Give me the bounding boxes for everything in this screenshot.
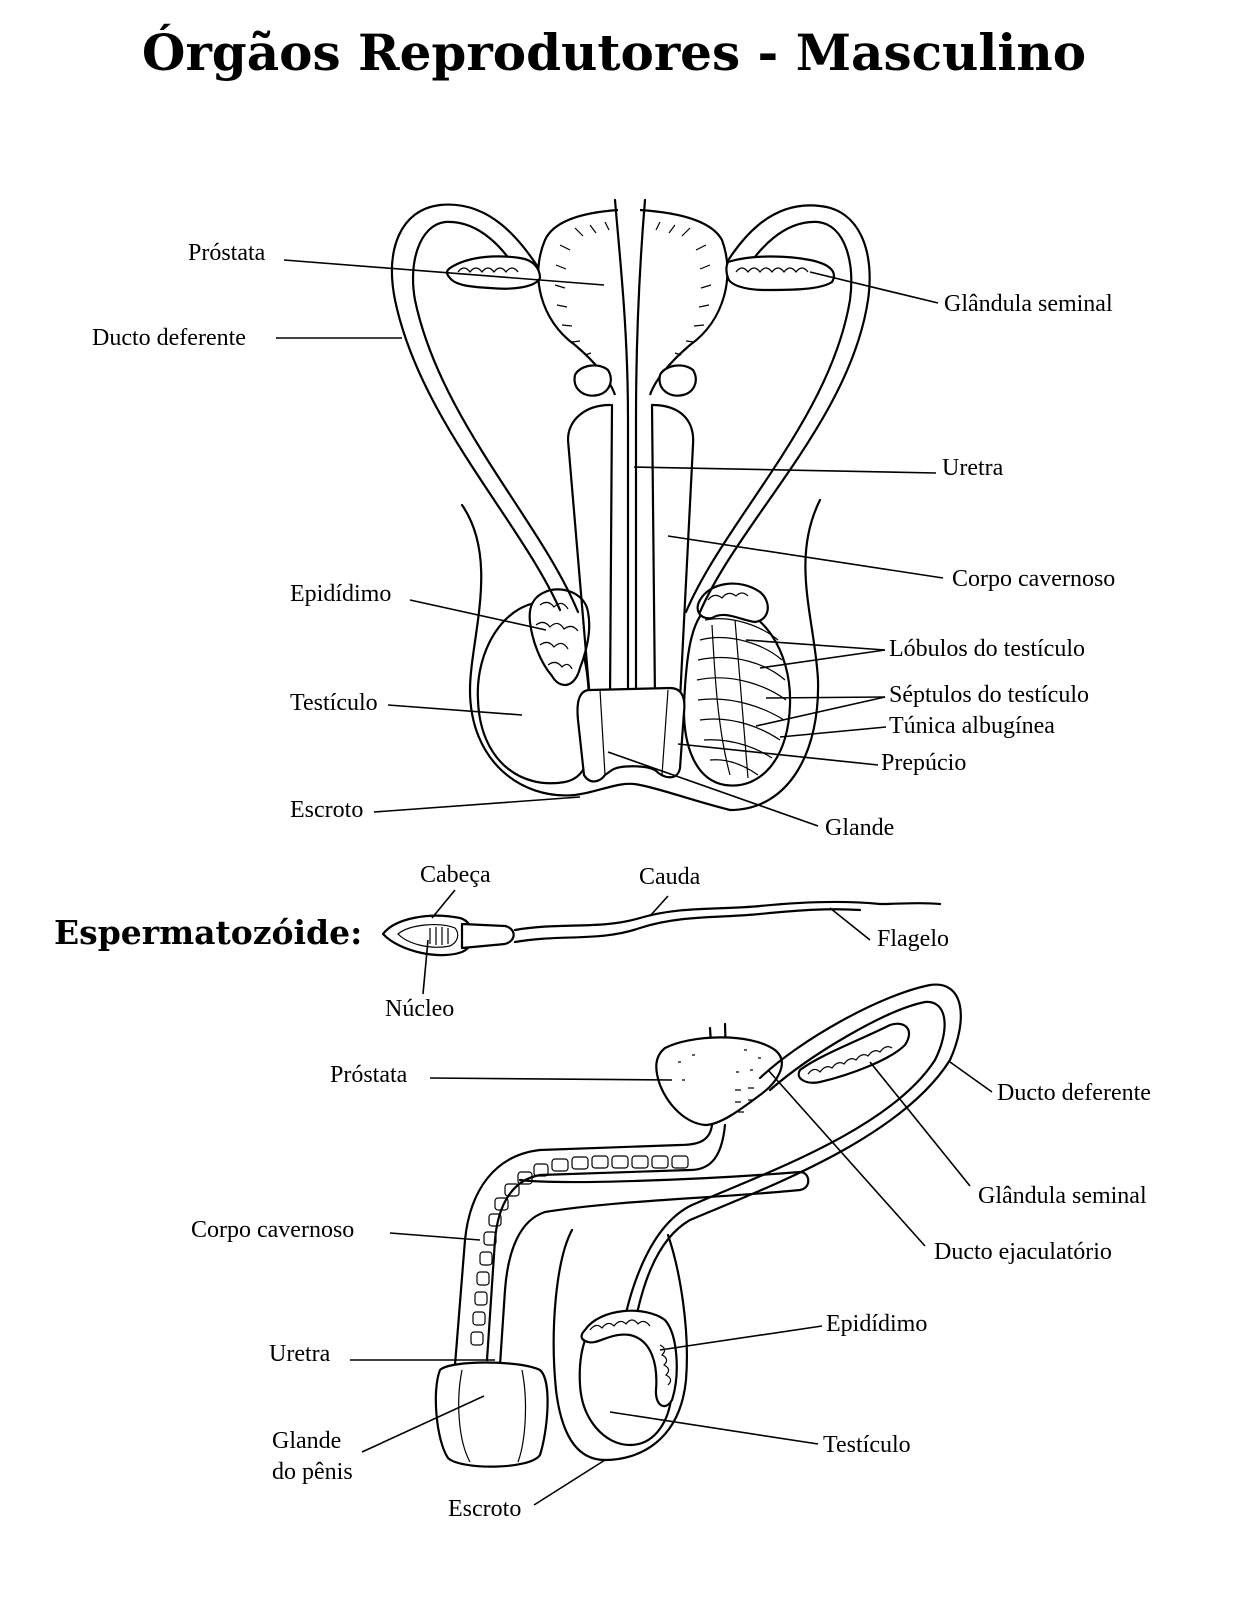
side-view-drawing xyxy=(434,983,962,1468)
front-right-seminal-coils xyxy=(735,267,809,273)
label-front-uretra: Uretra xyxy=(942,455,1004,481)
front-left-epididymis-coils xyxy=(535,601,579,670)
sperm-nucleus xyxy=(397,924,459,948)
side-urethra-inner xyxy=(485,1123,727,1362)
side-bladder xyxy=(655,1036,783,1127)
front-testis-lobules xyxy=(696,618,787,779)
side-epididymis xyxy=(580,1309,678,1408)
label-side-uretra: Uretra xyxy=(269,1341,331,1367)
side-view-leaders xyxy=(350,1061,993,1506)
side-seminal-coils xyxy=(807,1046,893,1075)
sperm-leaders xyxy=(422,889,871,995)
front-urethra-left xyxy=(613,198,630,762)
front-right-seminal-vesicle xyxy=(725,255,836,292)
front-right-epididymis xyxy=(696,582,769,624)
front-corpus-inner-right xyxy=(650,403,657,702)
label-side-glande-line1: Glande xyxy=(272,1428,341,1454)
front-left-seminal-vesicle xyxy=(445,255,542,290)
front-left-seminal-coils xyxy=(457,267,519,273)
front-right-testis xyxy=(682,603,792,787)
front-penis-shaft xyxy=(566,403,695,702)
label-front-corpo-cavernoso: Corpo cavernoso xyxy=(952,566,1115,592)
page-title: Órgãos Reprodutores - Masculino xyxy=(142,23,1086,82)
side-corpus-upper xyxy=(498,1170,810,1367)
sperm-tail-upper xyxy=(513,900,942,932)
front-right-vas-deferens-inner xyxy=(684,220,853,614)
label-side-glandula-seminal: Glândula seminal xyxy=(978,1183,1147,1209)
label-side-epididimo: Epidídimo xyxy=(826,1311,927,1337)
front-corpus-inner-left xyxy=(608,403,614,702)
label-front-septulos: Séptulos do testículo xyxy=(889,682,1089,708)
label-front-ducto-deferente: Ducto deferente xyxy=(92,325,246,351)
label-front-prostata: Próstata xyxy=(188,240,266,266)
front-left-bladder-lobe xyxy=(537,208,619,396)
front-prostate-hatching xyxy=(554,221,712,356)
label-front-glande: Glande xyxy=(825,815,894,841)
label-sperm-flagelo: Flagelo xyxy=(877,926,949,952)
label-front-epididimo: Epidídimo xyxy=(290,581,391,607)
label-side-glande-line2: do pênis xyxy=(272,1459,353,1485)
label-side-corpo-cavernoso: Corpo cavernoso xyxy=(191,1217,354,1243)
label-sperm-cauda: Cauda xyxy=(639,864,701,890)
front-right-epididymis-coils xyxy=(707,592,749,601)
label-sperm-cabeca: Cabeça xyxy=(420,862,491,888)
side-vas-deferens-inner xyxy=(618,1000,946,1347)
side-glans-lines xyxy=(458,1369,527,1463)
front-left-epididymis xyxy=(528,588,591,686)
label-side-escroto: Escroto xyxy=(448,1496,521,1522)
side-corpus-chambers xyxy=(470,1155,689,1346)
sperm-tail-lower xyxy=(513,908,862,944)
label-front-testiculo: Testículo xyxy=(290,690,378,716)
side-seminal-vesicle xyxy=(797,1022,911,1084)
label-front-lobulos: Lóbulos do testículo xyxy=(889,636,1085,662)
label-side-ducto-ejaculatorio: Ducto ejaculatório xyxy=(934,1239,1112,1265)
front-glans xyxy=(576,686,686,783)
front-glans-lines xyxy=(599,689,669,776)
label-front-tunica: Túnica albugínea xyxy=(889,713,1055,739)
sperm-midpiece xyxy=(460,922,515,950)
front-urethra-right xyxy=(634,198,647,762)
side-glans xyxy=(434,1361,549,1468)
front-left-vas-deferens-inner xyxy=(411,220,580,614)
label-side-ducto-deferente: Ducto deferente xyxy=(997,1080,1151,1106)
sperm-drawing xyxy=(381,900,942,957)
front-view-drawing xyxy=(390,198,871,812)
side-scrotum xyxy=(552,1228,688,1462)
front-left-vas-deferens-outer xyxy=(390,203,562,612)
label-front-glandula-seminal: Glândula seminal xyxy=(944,291,1113,317)
label-sperm-nucleo: Núcleo xyxy=(385,996,454,1022)
front-view-leaders xyxy=(276,259,944,827)
label-side-prostata: Próstata xyxy=(330,1062,408,1088)
front-scrotum xyxy=(460,498,822,812)
side-vas-deferens-outer xyxy=(630,983,962,1342)
side-prostate-dots xyxy=(678,1049,761,1113)
label-front-prepucio: Prepúcio xyxy=(881,750,966,776)
sperm-nucleus-hatching xyxy=(429,927,449,945)
sperm-heading: Espermatozóide: xyxy=(54,913,362,952)
label-front-escroto: Escroto xyxy=(290,797,363,823)
side-epididymis-coils xyxy=(589,1319,672,1386)
label-side-testiculo: Testículo xyxy=(823,1432,911,1458)
front-right-bulb xyxy=(658,364,697,397)
front-left-bulb xyxy=(573,364,612,397)
side-urethra-outer xyxy=(453,1123,714,1367)
front-right-vas-deferens-outer xyxy=(698,204,871,614)
